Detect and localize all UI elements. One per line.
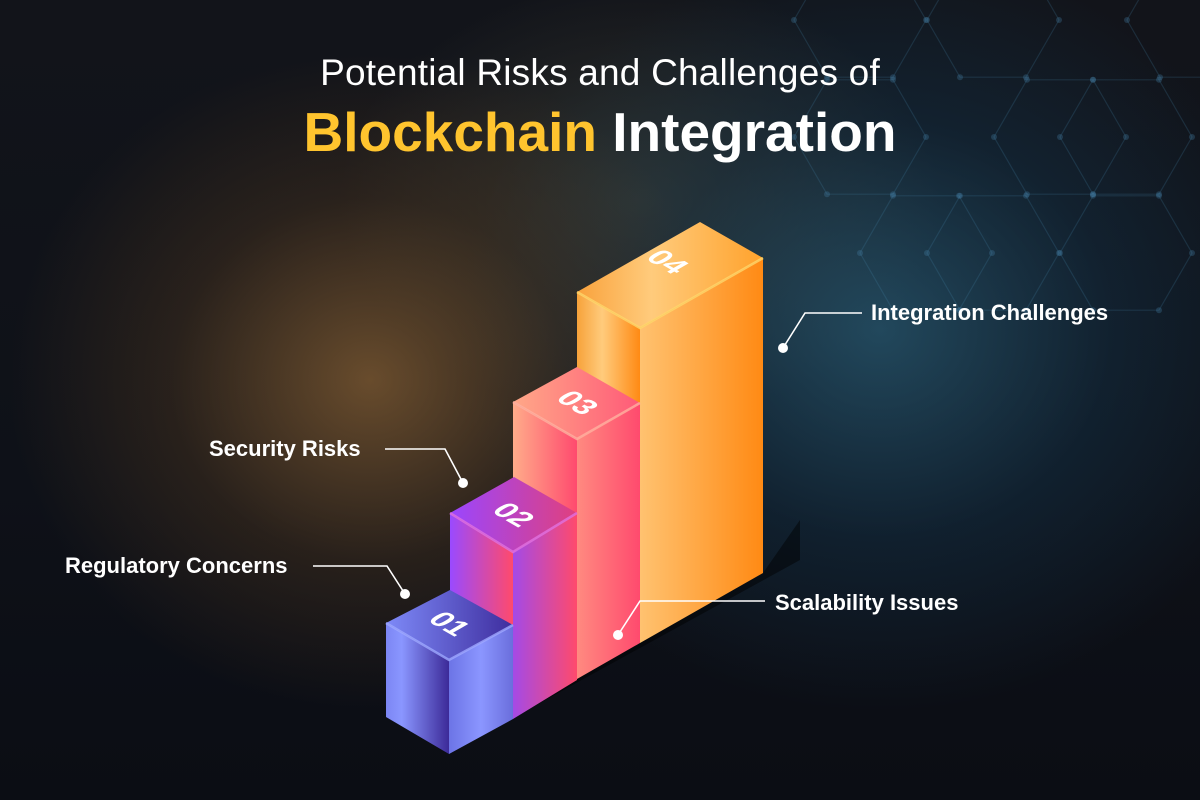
bar-top-edge xyxy=(512,400,641,441)
hexagon-shape xyxy=(793,79,927,195)
title-line-2: Blockchain Integration xyxy=(0,100,1200,164)
network-node xyxy=(1023,192,1029,199)
label-scalability-issues: Scalability Issues xyxy=(775,590,959,615)
network-node xyxy=(824,74,830,81)
title-line-1: Potential Risks and Challenges of xyxy=(320,52,880,93)
network-node xyxy=(924,17,930,23)
network-node xyxy=(1156,307,1162,314)
network-node xyxy=(1024,191,1030,198)
network-node xyxy=(824,76,830,83)
network-node xyxy=(989,250,995,256)
network-node xyxy=(1090,76,1096,83)
network-node xyxy=(1157,74,1163,81)
connector-line xyxy=(385,448,464,484)
connector-dot xyxy=(778,343,788,353)
network-node xyxy=(890,74,896,81)
network-node xyxy=(1189,250,1195,256)
network-node xyxy=(1123,134,1129,140)
network-node xyxy=(1057,134,1063,140)
hexagon-shape xyxy=(926,0,1060,78)
network-node xyxy=(956,192,962,199)
label-integration-challenges: Integration Challenges xyxy=(871,300,1109,325)
title-highlight: Blockchain xyxy=(303,101,597,163)
bar-top-edge xyxy=(449,511,578,554)
network-node xyxy=(957,307,963,314)
network-node xyxy=(1156,76,1162,83)
network-node xyxy=(1023,74,1029,81)
network-node xyxy=(923,134,929,140)
network-node xyxy=(1056,17,1062,23)
network-node xyxy=(824,191,830,198)
network-node xyxy=(1057,250,1063,256)
connector-dot xyxy=(458,478,468,488)
network-node xyxy=(1056,250,1062,256)
bar-left-face xyxy=(386,623,449,754)
connector-line xyxy=(313,565,406,595)
hexagon-shape xyxy=(1126,0,1200,78)
network-node xyxy=(923,17,929,23)
network-node xyxy=(1024,76,1030,83)
network-node xyxy=(1090,192,1096,199)
leader-line-02 xyxy=(385,448,468,488)
leader-line-01 xyxy=(313,565,410,599)
network-node xyxy=(956,307,962,314)
network-node xyxy=(1090,191,1096,198)
bar-top-face xyxy=(450,477,577,552)
network-node xyxy=(890,307,896,314)
leader-line-03 xyxy=(613,600,765,640)
network-node xyxy=(1156,191,1162,198)
hexagon-shape xyxy=(1059,195,1193,311)
network-node xyxy=(791,17,797,23)
network-node xyxy=(890,192,896,199)
bar-right-face xyxy=(513,513,577,719)
network-node xyxy=(1090,76,1096,83)
step-bar-01: 01 xyxy=(385,590,514,754)
bar-right-face xyxy=(449,625,513,754)
network-node xyxy=(890,191,896,198)
network-node xyxy=(890,76,896,83)
network-node xyxy=(991,134,997,140)
network-node xyxy=(1090,191,1096,198)
hexagon-shape xyxy=(793,0,927,78)
connector-line xyxy=(617,600,765,636)
network-node xyxy=(1124,17,1130,23)
network-node xyxy=(1023,307,1029,314)
bar-right-face xyxy=(577,403,640,679)
hexagon-shape xyxy=(993,79,1127,195)
leader-line-04 xyxy=(778,312,862,353)
network-node xyxy=(791,134,797,140)
hexagon-shape xyxy=(926,195,1060,311)
connector-dot xyxy=(400,589,410,599)
network-node xyxy=(1090,307,1096,314)
hexagon-shape xyxy=(859,195,993,311)
connector-dot xyxy=(613,630,623,640)
network-node xyxy=(1156,192,1162,199)
network-node xyxy=(957,192,963,199)
label-regulatory-concerns: Regulatory Concerns xyxy=(65,553,288,578)
bar-top-face xyxy=(386,590,513,660)
network-node xyxy=(857,250,863,256)
network-node xyxy=(924,250,930,256)
bar-top-edge xyxy=(385,621,514,662)
bar-top-face xyxy=(577,222,763,328)
label-security-risks: Security Risks xyxy=(209,436,361,461)
bar-top-edge xyxy=(576,256,764,330)
bar-right-face xyxy=(640,258,763,643)
network-node xyxy=(957,74,963,81)
connector-line xyxy=(782,312,862,349)
title-rest: Integration xyxy=(612,101,897,163)
hexagon-shape xyxy=(1059,79,1193,195)
network-node xyxy=(1189,134,1195,140)
